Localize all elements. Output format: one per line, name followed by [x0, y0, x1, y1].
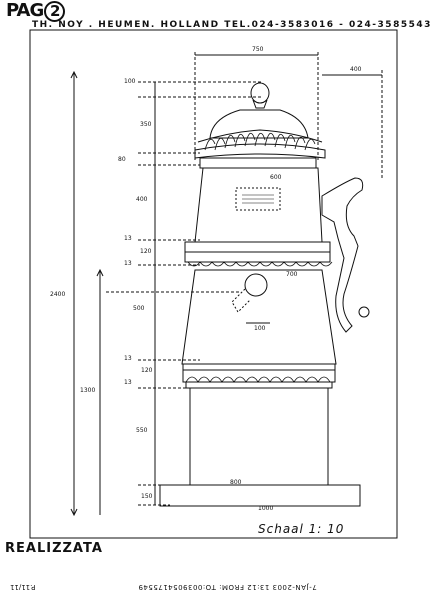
dim-plinth-height: 150	[141, 493, 153, 500]
page-number-circle: 2	[44, 1, 66, 22]
upper-band	[184, 241, 331, 253]
dim-plinth-width-top: 800	[230, 479, 242, 486]
plinth	[159, 484, 361, 507]
base-column	[189, 387, 329, 486]
dim-lower-band-bottom: 13	[124, 379, 132, 386]
dim-top-width: 750	[252, 46, 264, 53]
realizzata-stamp: REALIZZATA	[5, 541, 103, 556]
dim-lower-width: 700	[286, 271, 298, 278]
dim-lower-total: 1300	[80, 387, 96, 394]
upper-body	[194, 167, 323, 243]
dim-upper-height: 400	[136, 196, 148, 203]
dim-base-height: 550	[136, 427, 148, 434]
dim-upper-band-bottom: 13	[124, 260, 132, 267]
dim-handle-offset: 400	[350, 66, 362, 73]
header-contact-line: TH. NOY . HEUMEN. HOLLAND TEL.024-358301…	[32, 20, 432, 30]
scale-note: Schaal 1: 10	[258, 522, 345, 536]
dim-rim-height: 80	[118, 156, 126, 163]
dim-oval-width: 100	[254, 325, 266, 332]
label-plate	[235, 187, 281, 211]
fax-footer: 7-JAN-2003 13:12 FROM: TO:0039054175549	[138, 583, 317, 591]
dim-finial-height: 100	[124, 78, 136, 85]
dim-upper-band-top: 13	[124, 235, 132, 242]
dim-total-height: 2400	[50, 291, 66, 298]
dim-dome-height: 350	[140, 121, 152, 128]
lid-rim	[199, 157, 317, 169]
page-label-prefix: PAG	[6, 0, 44, 21]
oval-medallion	[244, 273, 268, 297]
dim-lower-band-top: 13	[124, 355, 132, 362]
handle-tap-knob	[358, 306, 370, 318]
dim-upper-width: 600	[270, 174, 282, 181]
lower-band	[182, 363, 336, 371]
handle	[321, 177, 364, 333]
finial-neck	[252, 99, 268, 109]
main-body	[181, 269, 337, 365]
dim-upper-band: 120	[140, 248, 152, 255]
drawing-frame	[29, 29, 398, 539]
dim-lower-band: 120	[141, 367, 153, 374]
fax-page-number: P.11/11	[10, 583, 36, 591]
dim-body-height: 500	[133, 305, 145, 312]
dim-plinth-width-bottom: 1000	[258, 505, 274, 512]
dome-top	[209, 109, 309, 139]
dome-fluted-rim	[194, 143, 326, 159]
